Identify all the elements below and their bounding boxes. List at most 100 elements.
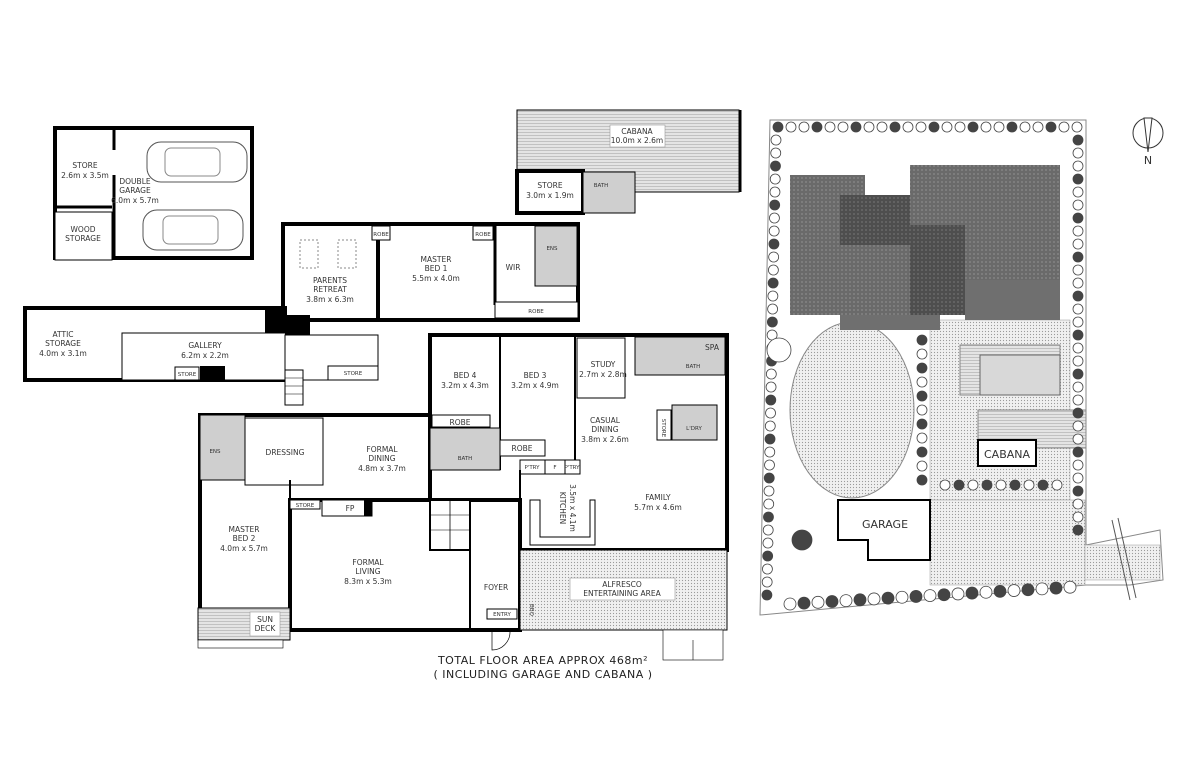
tree-icon: [767, 290, 779, 302]
tree-icon: [993, 585, 1007, 598]
tree-icon: [772, 121, 784, 133]
tree-icon: [916, 348, 928, 360]
room-label: ROBE: [475, 232, 491, 238]
tree-icon: [767, 277, 779, 289]
tree-icon: [769, 186, 781, 198]
tree-icon: [764, 459, 775, 471]
tree-icon: [762, 524, 774, 536]
site-cabana-label: CABANA: [984, 448, 1031, 461]
tree-icon: [941, 121, 953, 133]
room-label: DINING: [368, 454, 395, 463]
tree-icon: [768, 264, 779, 276]
tree-icon: [979, 585, 993, 599]
room-label: STORE: [72, 161, 97, 170]
room-label: ATTIC: [52, 330, 73, 339]
room-size: 3.2m x 4.3m: [441, 381, 489, 390]
tree-icon: [1072, 381, 1084, 393]
room-label: ENTERTAINING AREA: [583, 589, 661, 598]
tree-icon: [951, 587, 965, 601]
tree-icon: [1072, 316, 1084, 328]
tree-icon: [811, 595, 825, 609]
tree-icon: [1072, 459, 1084, 471]
room-size: 8.3m x 5.3m: [344, 577, 392, 586]
tree-icon: [767, 303, 779, 315]
tree-icon: [1072, 368, 1084, 380]
tree-icon: [928, 121, 940, 133]
tree-icon: [797, 596, 811, 610]
tree-icon: [1035, 582, 1049, 596]
room-label: ROBE: [528, 309, 544, 315]
tree-icon: [1072, 342, 1084, 354]
tree-icon: [1072, 134, 1084, 146]
staircase-icon: [429, 499, 471, 551]
tree-icon: [1049, 581, 1063, 595]
tree-icon: [953, 479, 965, 491]
tree-icon: [1006, 121, 1018, 133]
tree-icon: [762, 537, 774, 549]
tree-icon: [763, 511, 774, 523]
room-label: FOYER: [484, 583, 508, 592]
tree-icon: [765, 381, 777, 393]
tree-icon: [769, 173, 781, 185]
room-label: PARENTS: [313, 276, 347, 285]
room-label: BED 3: [524, 371, 547, 380]
room-size: 3.8m x 6.3m: [306, 295, 354, 304]
room-label: STUDY: [591, 360, 616, 369]
tree-icon: [1072, 290, 1084, 302]
tree-icon: [1072, 212, 1084, 224]
tree-icon: [939, 479, 951, 491]
tree-icon: [763, 472, 775, 484]
tree-icon: [916, 390, 928, 402]
room-size: 6.2m x 2.2m: [181, 351, 229, 360]
room-label: MASTER: [229, 525, 260, 534]
tree-icon: [889, 121, 901, 133]
main-house: BED 4 3.2m x 4.3m BED 3 3.2m x 4.9m STUD…: [197, 333, 729, 661]
room-label: DECK: [255, 624, 277, 633]
room-label: DOUBLE: [119, 177, 150, 186]
tree-icon: [1072, 394, 1084, 406]
tree-icon: [1072, 147, 1084, 159]
tree-icon: [791, 529, 813, 551]
tree-icon: [765, 407, 776, 419]
tree-icon: [923, 589, 937, 602]
tree-icon: [770, 134, 782, 146]
tree-icon: [1072, 225, 1084, 237]
room-size: 5.7m x 4.6m: [634, 503, 682, 512]
tree-icon: [916, 474, 928, 486]
room-label: FP: [346, 504, 355, 513]
room-size: 2.6m x 3.5m: [61, 171, 109, 180]
room-size: 3.0m x 1.9m: [526, 191, 574, 200]
tree-icon: [1071, 121, 1083, 133]
room-size: 5.5m x 4.0m: [412, 274, 460, 283]
room-size: 4.0m x 3.1m: [39, 349, 87, 358]
tree-icon: [811, 121, 823, 133]
tree-icon: [1072, 407, 1084, 419]
total-floor-area: TOTAL FLOOR AREA APPROX 468m²: [437, 654, 648, 667]
room-label: STORAGE: [45, 339, 81, 348]
room-label: SUN: [257, 615, 273, 624]
tree-icon: [1032, 121, 1044, 133]
room-size: 3.5m x 4.1m: [568, 484, 577, 532]
room-label: CABANA: [621, 127, 653, 136]
room-label: BATH: [686, 364, 701, 370]
tree-icon: [1072, 498, 1084, 510]
room-label: ROBE: [373, 232, 389, 238]
room-label: LIVING: [355, 567, 380, 576]
tree-icon: [766, 316, 778, 328]
tree-icon: [916, 460, 928, 472]
tree-icon: [1058, 121, 1070, 133]
room-label: FORMAL: [366, 445, 398, 454]
tree-border: [761, 121, 1084, 611]
tree-icon: [1072, 251, 1084, 263]
steps-icon: [197, 629, 724, 661]
room-label: STORE: [178, 372, 197, 378]
tree-icon: [770, 160, 781, 172]
tree-icon: [902, 121, 914, 133]
tree-icon: [1021, 583, 1035, 597]
room-label: ALFRESCO: [602, 580, 642, 589]
tree-icon: [863, 121, 875, 133]
tree-icon: [1023, 479, 1035, 491]
room-size: 3.8m x 2.6m: [581, 435, 629, 444]
tree-icon: [837, 121, 849, 133]
room-label: ROBE: [512, 444, 533, 453]
